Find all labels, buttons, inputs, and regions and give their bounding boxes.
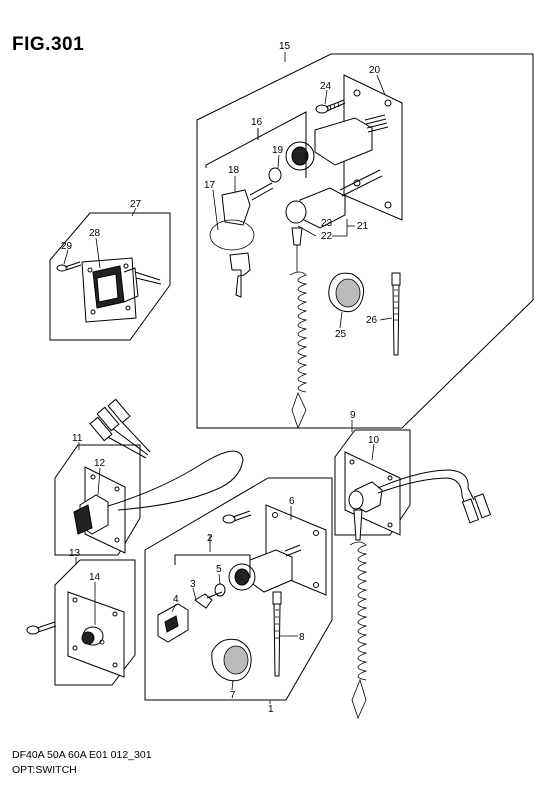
cap-4-icon	[157, 603, 189, 643]
footer-model-line: DF40A 50A 60A E01 012_301	[12, 749, 152, 761]
cap-7-icon	[211, 638, 252, 682]
callout-22: 22	[321, 231, 333, 242]
callout-20: 20	[369, 65, 381, 76]
callout-18: 18	[228, 165, 240, 176]
figure-title: FIG.301	[12, 34, 85, 55]
group-frame-1	[144, 477, 333, 701]
callout-19: 19	[272, 145, 284, 156]
callout-13: 13	[69, 548, 81, 559]
leader-lines	[63, 52, 393, 704]
stop-switch-10-icon	[348, 469, 492, 524]
callout-10: 10	[368, 435, 380, 446]
callout-1: 1	[268, 704, 274, 715]
choke-switch-14-icon	[81, 626, 105, 646]
key-18-icon	[209, 182, 274, 298]
callout-8: 8	[299, 632, 305, 643]
callout-5: 5	[216, 564, 222, 575]
group-frame-15	[196, 53, 534, 429]
nut-19-icon	[268, 167, 282, 183]
lanyard-coil-22-icon	[289, 245, 308, 430]
callout-16: 16	[251, 117, 263, 128]
screw-13-icon	[26, 621, 57, 635]
main-switch-2-icon	[228, 544, 302, 593]
switch-12-icon	[73, 494, 109, 535]
screw-icon	[222, 510, 252, 524]
callout-3: 3	[190, 579, 196, 590]
rocker-switch-28-icon	[92, 265, 162, 309]
band-26-icon	[391, 272, 401, 356]
screw-24-icon	[315, 99, 346, 114]
callout-17: 17	[204, 180, 216, 191]
lanyard-coil-icon	[349, 509, 368, 720]
group-frame-13	[54, 559, 136, 686]
callout-23: 23	[321, 218, 333, 229]
screw-29-icon	[56, 261, 82, 272]
callout-25: 25	[335, 329, 347, 340]
callout-7: 7	[230, 690, 236, 701]
callout-21: 21	[357, 221, 369, 232]
footer-section-line: OPT:SWITCH	[12, 764, 77, 776]
group-frame-9	[334, 429, 411, 536]
callout-12: 12	[94, 458, 106, 469]
callout-15: 15	[279, 41, 291, 52]
band-8-icon	[272, 591, 282, 677]
callout-6: 6	[289, 496, 295, 507]
callout-14: 14	[89, 572, 101, 583]
callout-11: 11	[72, 433, 83, 444]
callout-numbers: 15 20 24 16 19 18 17 23 21 22 25 26 27 2…	[61, 41, 381, 715]
callout-4: 4	[173, 594, 179, 605]
stop-switch-icon	[285, 169, 383, 246]
cap-25-icon	[328, 272, 365, 313]
group-frame-27	[49, 212, 171, 341]
harness-cable-icon	[89, 398, 244, 511]
group-frame-11	[54, 444, 141, 556]
callout-27: 27	[130, 199, 142, 210]
callout-26: 26	[366, 315, 378, 326]
key-3-icon	[194, 591, 223, 609]
callout-9: 9	[350, 410, 356, 421]
callout-2: 2	[207, 533, 213, 544]
callout-29: 29	[61, 241, 73, 252]
callout-24: 24	[320, 81, 332, 92]
callout-28: 28	[89, 228, 101, 239]
main-switch-icon	[285, 114, 389, 171]
